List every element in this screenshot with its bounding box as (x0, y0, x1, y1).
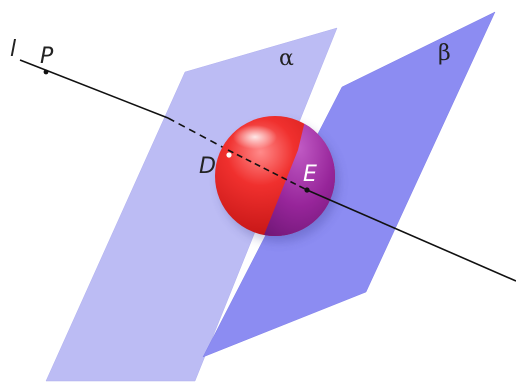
label-line-l: l (10, 37, 16, 62)
sphere-purple-part (262, 116, 335, 236)
sphere-highlight (233, 125, 277, 149)
plane-alpha (45, 27, 338, 382)
point-p-dot (43, 69, 49, 75)
label-point-d: D (199, 154, 216, 179)
line-l-back-segment (306, 189, 516, 282)
point-d-dot (226, 152, 232, 158)
label-point-e: E (303, 162, 317, 187)
plane-beta (202, 11, 496, 358)
label-plane-beta: β (438, 41, 451, 66)
label-point-p: P (40, 44, 54, 69)
line-l-front-segment (19, 59, 169, 119)
point-e-dot (304, 187, 310, 193)
line-l-inside-sphere (227, 149, 308, 191)
label-plane-alpha: α (279, 46, 294, 71)
